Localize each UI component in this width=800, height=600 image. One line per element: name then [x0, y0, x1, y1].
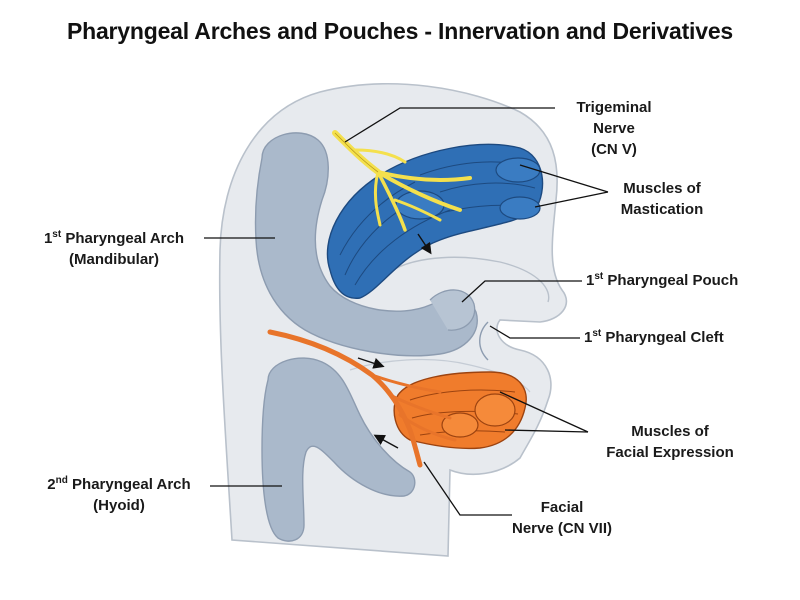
leader-pouch1 — [461, 280, 582, 303]
second-arch-shape — [261, 357, 416, 542]
trigeminal-nerve-outline — [334, 132, 379, 173]
facial-nerve-arrow-out — [373, 434, 399, 449]
label-first-pharyngeal-pouch: 1st Pharyngeal Pouch — [586, 271, 739, 290]
leader-trigeminal — [344, 107, 555, 143]
leader-facial-expression-2 — [504, 429, 589, 433]
label-facial-nerve: Facial Nerve (CN VII) — [511, 499, 613, 537]
page-title: Pharyngeal Arches and Pouches - Innervat… — [66, 18, 734, 44]
leader-facial-expression-1 — [499, 391, 589, 433]
leader-facial-nerve — [423, 461, 512, 516]
leader-mastication-1 — [519, 164, 609, 193]
label-muscles-of-facial-expression: Muscles of Facial Expression — [606, 423, 734, 461]
muscles-of-mastication — [326, 143, 544, 299]
facial-nerve — [267, 329, 457, 468]
stomodeum-outline — [379, 256, 550, 303]
label-second-pharyngeal-arch: 2nd Pharyngeal Arch (Hyoid) — [47, 475, 191, 515]
label-first-pharyngeal-cleft: 1st Pharyngeal Cleft — [584, 328, 724, 347]
mastication-arrow — [417, 233, 432, 255]
facial-nerve-arrow-in — [357, 357, 385, 369]
leader-lines — [204, 107, 609, 516]
label-muscles-of-mastication: Muscles of Mastication — [620, 180, 704, 218]
first-cleft-shape — [479, 321, 489, 361]
leader-cleft1 — [489, 325, 580, 339]
leader-mastication-2 — [534, 191, 609, 208]
label-first-pharyngeal-arch: 1st Pharyngeal Arch (Mandibular) — [43, 229, 185, 269]
label-trigeminal-nerve: Trigeminal Nerve (CN V) — [576, 99, 652, 158]
